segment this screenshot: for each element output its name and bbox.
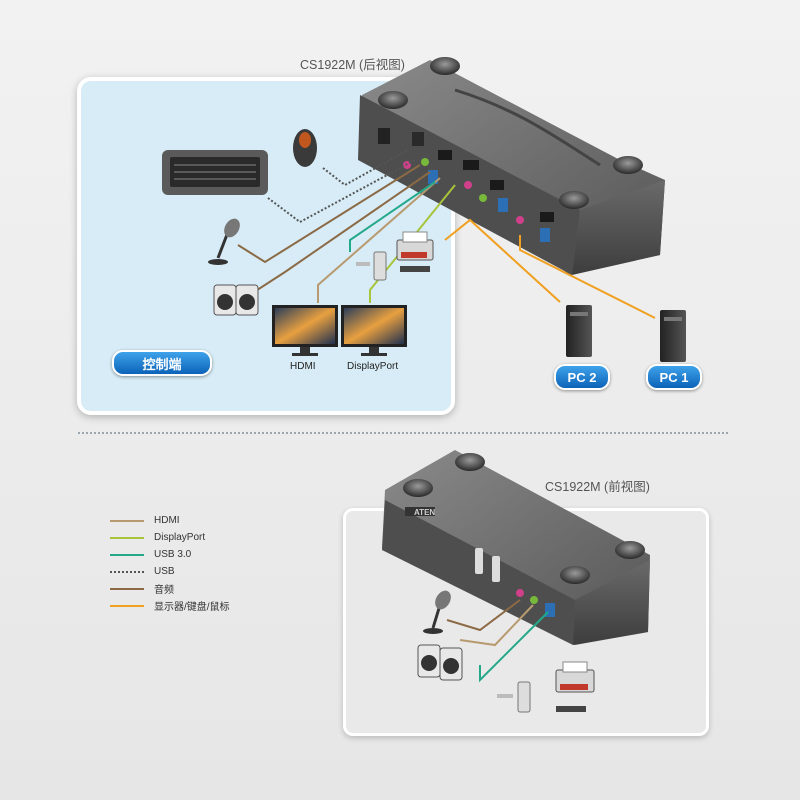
legend-label: DisplayPort (154, 532, 206, 543)
kvm-front-device (382, 450, 650, 645)
hdmi-monitor-icon (272, 305, 338, 356)
displayport-monitor-icon (341, 305, 407, 356)
section-divider (78, 432, 728, 434)
speakers-icon (213, 284, 259, 316)
front-printer-icon (555, 661, 595, 712)
displayport-monitor-label: DisplayPort (347, 361, 399, 372)
hdmi-monitor-label: HDMI (290, 361, 316, 372)
pc1-badge: PC 1 (646, 364, 702, 390)
front-microphone-icon (423, 590, 451, 634)
usb-hub-icon (356, 251, 387, 281)
legend-label: HDMI (154, 515, 180, 526)
legend-swatch (110, 604, 144, 607)
aten-logo: ATEN (414, 508, 435, 517)
rear-cables (237, 149, 656, 319)
legend-item: USB 3.0 (110, 546, 230, 563)
legend-label: 音频 (154, 585, 174, 596)
legend-item: 音频 (110, 580, 230, 597)
console-badge: 控制端 (112, 350, 212, 376)
front-usb-hub-icon (497, 681, 531, 713)
printer-icon (396, 231, 434, 272)
legend-swatch (110, 519, 144, 522)
front-speakers-icon (417, 644, 463, 681)
front-view-title: CS1922M (前视图) (545, 480, 650, 494)
keyboard-icon (162, 150, 268, 195)
legend-label: 显示器/键盘/鼠标 (154, 602, 230, 613)
rear-view-title: CS1922M (后视图) (300, 58, 405, 72)
legend-swatch (110, 553, 144, 556)
pc2-badge: PC 2 (554, 364, 610, 390)
legend-item: 显示器/键盘/鼠标 (110, 597, 230, 614)
legend-swatch (110, 587, 144, 590)
front-cables (446, 599, 549, 683)
legend-label: USB 3.0 (154, 549, 192, 560)
legend-swatch (110, 570, 144, 573)
microphone-icon (208, 218, 240, 265)
legend-item: DisplayPort (110, 529, 230, 546)
legend-item: USB (110, 563, 230, 580)
kvm-rear-device (358, 57, 665, 275)
legend-label: USB (154, 566, 175, 577)
mouse-icon (293, 129, 317, 167)
pc1-tower-icon (660, 310, 686, 362)
legend-item: HDMI (110, 512, 230, 529)
pc2-tower-icon (566, 305, 592, 357)
legend-swatch (110, 536, 144, 539)
